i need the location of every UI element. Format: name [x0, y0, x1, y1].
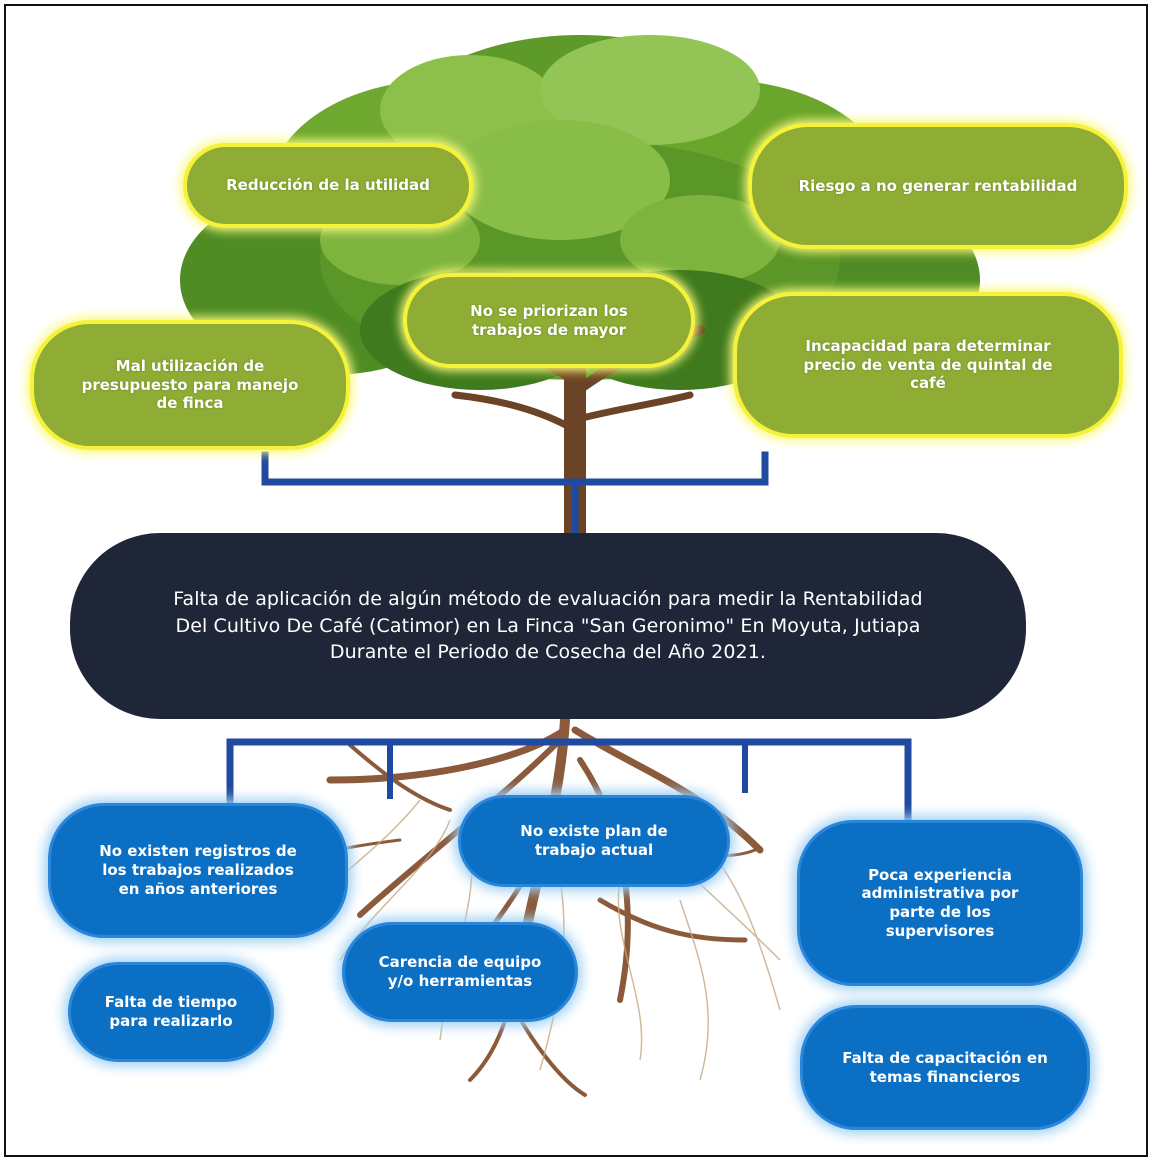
cause-falta-capacitacion: Falta de capacitación en temas financier… — [800, 1005, 1090, 1130]
effect-no-priorizan-trabajos: No se priorizan los trabajos de mayor — [403, 273, 695, 368]
tree-roots — [298, 715, 764, 1097]
central-problem: Falta de aplicación de algún método de e… — [70, 533, 1026, 719]
connector-lines — [226, 451, 912, 822]
effect-incapacidad-precio: Incapacidad para determinar precio de ve… — [733, 292, 1123, 438]
effect-reduccion-utilidad: Reducción de la utilidad — [183, 143, 473, 228]
cause-no-plan-trabajo: No existe plan de trabajo actual — [458, 795, 730, 887]
cause-falta-tiempo: Falta de tiempo para realizarlo — [68, 962, 274, 1062]
cause-carencia-equipo: Carencia de equipo y/o herramientas — [342, 922, 578, 1022]
cause-no-registros: No existen registros de los trabajos rea… — [48, 803, 348, 938]
effect-riesgo-rentabilidad: Riesgo a no generar rentabilidad — [748, 123, 1128, 249]
effect-mal-utilizacion-presupuesto: Mal utilización de presupuesto para mane… — [30, 320, 350, 450]
cause-poca-experiencia: Poca experiencia administrativa por part… — [797, 820, 1083, 986]
